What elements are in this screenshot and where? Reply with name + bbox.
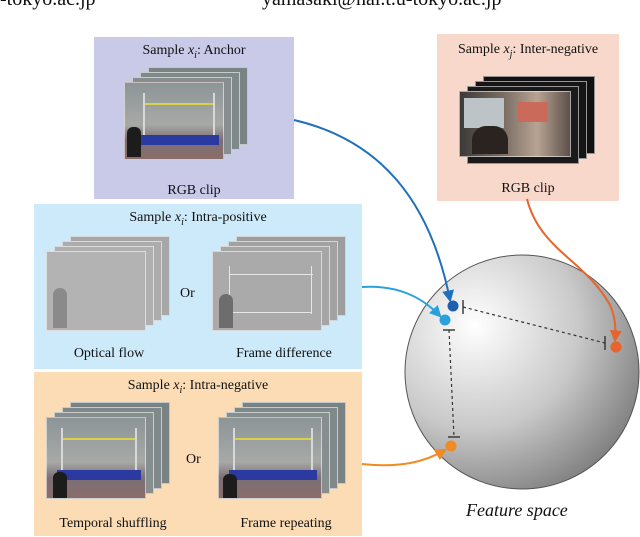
- inter-negative-label: RGB clip: [501, 181, 555, 196]
- intra-negative-title: Sample xi: Intra-negative: [127, 378, 269, 396]
- anchor-label: RGB clip: [167, 183, 221, 198]
- anchor-video-frame: [124, 82, 224, 160]
- frame-difference-stack: [212, 236, 352, 346]
- frame-repeating-frame: [218, 417, 322, 499]
- intra-negative-panel: Sample xi: Intra-negative Or Temporal sh…: [34, 372, 362, 536]
- intra-negative-arrow: [361, 448, 448, 467]
- intra-positive-title: Sample xi: Intra-positive: [129, 210, 267, 228]
- header-right-text: yamasaki@hal.t.u-tokyo.ac.jp: [262, 0, 501, 11]
- intra-positive-or-text: Or: [180, 286, 195, 301]
- frame-difference-label: Frame difference: [236, 346, 332, 361]
- header-left-text: -tokyo.ac.jp: [0, 0, 96, 11]
- optical-flow-stack: [46, 236, 186, 346]
- temporal-shuffling-frame: [46, 417, 146, 499]
- intra-negative-point: [445, 440, 457, 452]
- optical-flow-label: Optical flow: [73, 346, 145, 361]
- anchor-rgb-clip-stack: [124, 67, 264, 187]
- feature-space-label: Feature space: [466, 500, 568, 520]
- intra-positive-panel: Sample xi: Intra-positive Or Optical flo…: [34, 204, 362, 369]
- intra-positive-arrow: [361, 285, 442, 318]
- temporal-shuffling-stack: [46, 402, 186, 512]
- inter-negative-point: [610, 341, 622, 353]
- temporal-shuffling-label: Temporal shuffling: [59, 516, 167, 531]
- anchor-point: [447, 300, 459, 312]
- feature-space-sphere: [404, 254, 640, 490]
- intra-positive-point: [439, 314, 451, 326]
- inter-negative-panel: Sample xj: Inter-negative RGB clip: [437, 34, 619, 201]
- inter-negative-title: Sample xj: Inter-negative: [457, 42, 599, 60]
- inter-negative-video-frame: [459, 91, 571, 157]
- inter-negative-arrow: [526, 198, 622, 343]
- inter-negative-rgb-clip-stack: [459, 76, 609, 186]
- frame-difference-frame: [212, 251, 322, 331]
- anchor-arrow: [293, 119, 454, 303]
- frame-repeating-stack: [218, 402, 358, 512]
- frame-repeating-label: Frame repeating: [240, 516, 332, 531]
- intra-negative-or-text: Or: [186, 452, 201, 467]
- optical-flow-frame: [46, 251, 146, 331]
- anchor-inter-distance: [462, 306, 606, 344]
- anchor-title: Sample xi: Anchor: [142, 43, 246, 61]
- anchor-panel: Sample xi: Anchor RGB clip: [94, 37, 294, 199]
